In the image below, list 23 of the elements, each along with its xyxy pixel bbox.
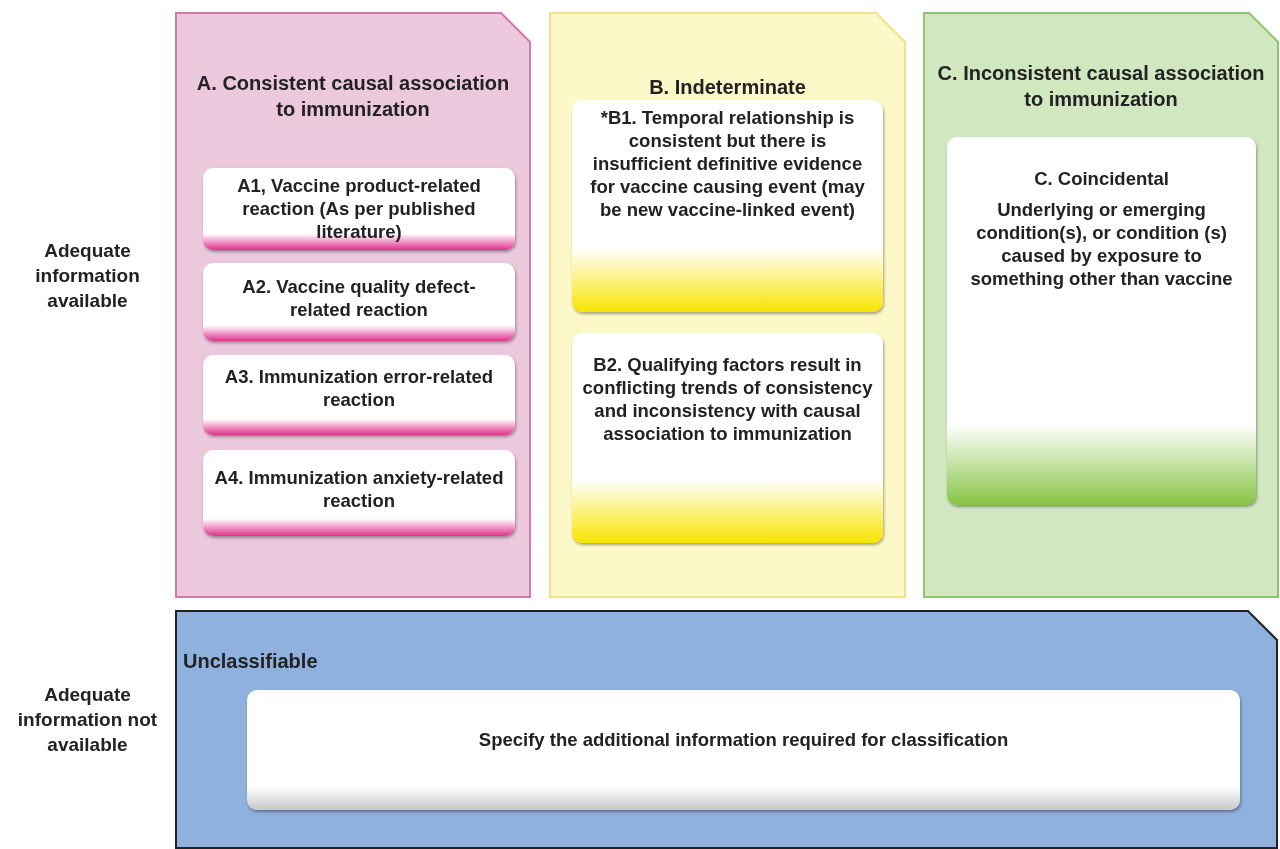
card-text: *B1. Temporal relationship is consistent but there is insufficient definitive evidence for vaccine causing event (may be new vaccine-linked event) xyxy=(589,106,866,221)
text-card xyxy=(247,690,1240,810)
card-text: B2. Qualifying factors result in conflicting trends of consistency and inconsistency with causal association to immunization xyxy=(582,353,873,445)
card-description: Underlying or emerging condition(s), or condition (s) caused by exposure to something other than vaccine xyxy=(969,198,1234,290)
row-label: Adequate information available xyxy=(34,239,141,313)
text-card xyxy=(947,137,1256,505)
text-card xyxy=(203,355,515,435)
text-card xyxy=(572,100,883,312)
card-text: A1, Vaccine product-related reaction (As per published literature) xyxy=(236,174,482,243)
text-card xyxy=(572,333,883,543)
card-text: A4. Immunization anxiety-related reaction xyxy=(213,466,505,512)
card-text: C. Coincidental xyxy=(1034,167,1169,190)
card-text: A3. Immunization error-related reaction xyxy=(223,365,495,411)
text-card xyxy=(203,450,515,536)
panel-heading: C. Inconsistent causal association to immunization xyxy=(936,61,1266,112)
row-label: Adequate information not available xyxy=(16,683,159,757)
text-card xyxy=(203,263,515,341)
panel-heading: A. Consistent causal association to immunization xyxy=(195,71,511,122)
panel-heading: B. Indeterminate xyxy=(649,75,806,100)
card-text: Specify the additional information required for classification xyxy=(478,728,1009,751)
panel-heading: Unclassifiable xyxy=(183,649,318,674)
card-text: A2. Vaccine quality defect-related reaction xyxy=(241,275,477,321)
text-card xyxy=(203,168,515,250)
